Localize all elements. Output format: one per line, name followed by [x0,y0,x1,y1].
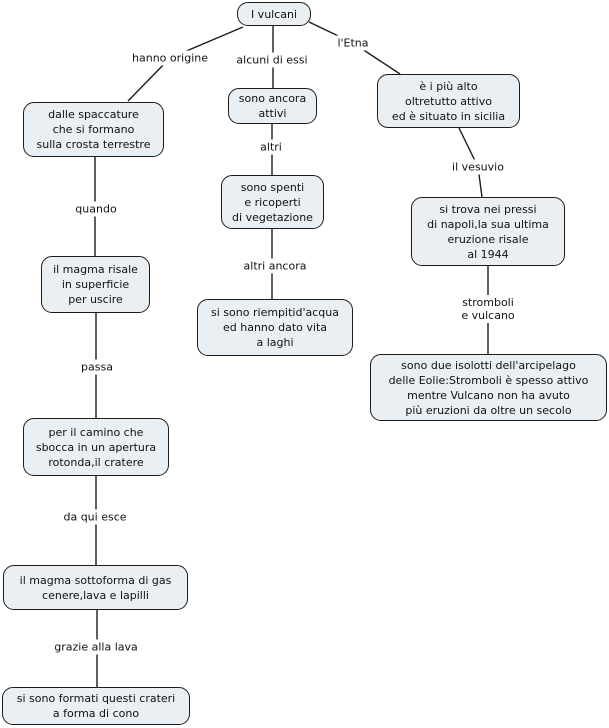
node-magma-gas[interactable]: il magma sottoforma di gas cenere,lava e… [3,565,188,610]
edge-label-hanno-origine[interactable]: hanno origine [129,50,211,66]
node-camino[interactable]: per il camino che sbocca in un apertura … [23,418,169,476]
edge-label-text: quando [75,202,117,216]
edge-label-text: hanno origine [132,51,208,65]
node-text: dalle spaccature che si formano sulla cr… [36,108,151,151]
edge-label-passa[interactable]: passa [78,359,116,375]
edge-label-altri-ancora[interactable]: altri ancora [240,258,310,274]
node-etna[interactable]: è i più alto oltretutto attivo ed è situ… [377,74,520,128]
node-spaccature[interactable]: dalle spaccature che si formano sulla cr… [23,102,164,157]
node-text: è i più alto oltretutto attivo ed è situ… [391,79,506,123]
node-text: I vulcani [250,7,298,21]
edge-label-quando[interactable]: quando [72,201,120,217]
edge-label-letna[interactable]: l'Etna [334,35,372,51]
edge-label-da-qui-esce[interactable]: da qui esce [60,509,130,525]
node-text: il magma risale in superficie per uscire [53,263,138,306]
edge-label-text: passa [81,360,113,374]
node-vesuvio[interactable]: si trova nei pressi di napoli,la sua ult… [411,197,565,266]
node-text: sono due isolotti dell'arcipelago delle … [388,358,589,417]
node-text: si trova nei pressi di napoli,la sua ult… [427,202,549,261]
edge-label-text: grazie alla lava [54,640,138,654]
node-magma-risale[interactable]: il magma risale in superficie per uscire [41,256,150,313]
edge-label-text: alcuni di essi [236,53,308,67]
node-text: sono ancora attivi [238,92,307,120]
edge-label-il-vesuvio[interactable]: il vesuvio [449,159,507,175]
node-text: si sono formati questi crateri a forma d… [16,692,176,720]
node-text: si sono riempitid'acqua ed hanno dato vi… [211,306,339,349]
edge-label-grazie-alla-lava[interactable]: grazie alla lava [51,639,141,655]
edge-label-text: l'Etna [337,36,369,50]
node-text: sono spenti e ricoperti di vegetazione [232,180,313,224]
edge-label-altri[interactable]: altri [257,139,285,155]
node-eolie[interactable]: sono due isolotti dell'arcipelago delle … [370,354,607,421]
node-laghi[interactable]: si sono riempitid'acqua ed hanno dato vi… [197,299,353,356]
edge-label-alcuni-di-essi[interactable]: alcuni di essi [233,52,311,68]
edge-label-text: altri [260,140,282,154]
edge-label-stromboli-e-vulcano[interactable]: stromboli e vulcano [458,295,518,323]
node-spenti[interactable]: sono spenti e ricoperti di vegetazione [221,175,324,229]
edge-label-text: da qui esce [63,510,127,524]
node-text: per il camino che sbocca in un apertura … [35,425,157,469]
node-i-vulcani[interactable]: I vulcani [237,2,311,26]
edge-label-text: stromboli e vulcano [461,296,515,322]
node-crateri[interactable]: si sono formati questi crateri a forma d… [2,687,190,725]
node-text: il magma sottoforma di gas cenere,lava e… [19,573,172,602]
edge-label-text: il vesuvio [452,160,504,174]
edge-label-text: altri ancora [243,259,307,273]
node-attivi[interactable]: sono ancora attivi [228,88,317,124]
